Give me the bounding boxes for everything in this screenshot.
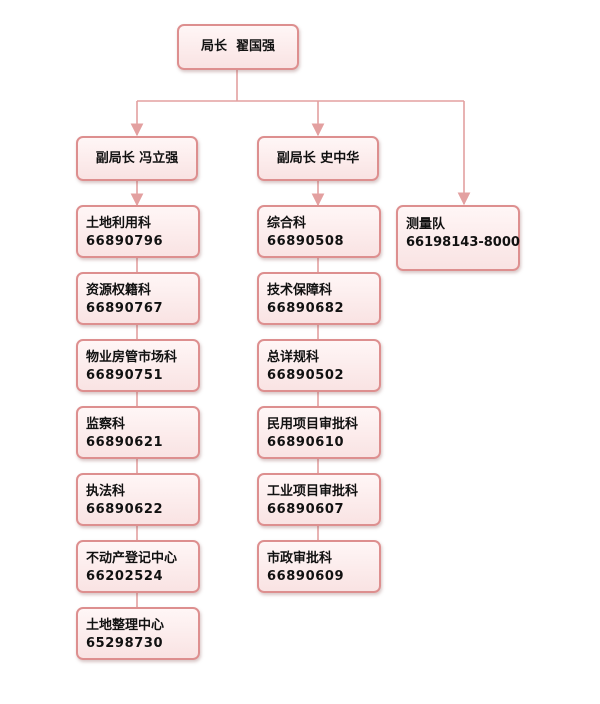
unit-phone: 66890502 <box>267 368 345 383</box>
deputy-director-box-shi: 副局长 史中华 <box>257 136 379 181</box>
unit-box-property-market: 物业房管市场科 66890751 <box>76 339 200 392</box>
unit-name: 技术保障科 <box>267 283 333 298</box>
unit-box-master-detailed-planning: 总详规科 66890502 <box>257 339 381 392</box>
deputy-director-label: 副局长 冯立强 <box>95 150 179 166</box>
unit-name: 监察科 <box>86 417 126 432</box>
unit-box-civil-project-approval: 民用项目审批科 66890610 <box>257 406 381 459</box>
unit-name: 民用项目审批科 <box>267 417 359 432</box>
unit-box-industrial-project-approval: 工业项目审批科 66890607 <box>257 473 381 526</box>
unit-phone: 66890767 <box>86 301 164 316</box>
unit-phone: 66890751 <box>86 368 164 383</box>
unit-phone: 66890607 <box>267 502 345 517</box>
unit-box-resource-rights: 资源权籍科 66890767 <box>76 272 200 325</box>
unit-box-land-consolidation: 土地整理中心 65298730 <box>76 607 200 660</box>
unit-box-land-use: 土地利用科 66890796 <box>76 205 200 258</box>
deputy-director-box-feng: 副局长 冯立强 <box>76 136 198 181</box>
unit-name: 不动产登记中心 <box>86 551 178 566</box>
unit-name: 土地利用科 <box>86 216 152 231</box>
unit-phone: 66890609 <box>267 569 345 584</box>
unit-name: 土地整理中心 <box>86 618 165 633</box>
unit-name: 总详规科 <box>267 350 320 365</box>
unit-box-technical-support: 技术保障科 66890682 <box>257 272 381 325</box>
unit-phone: 66890682 <box>267 301 345 316</box>
unit-phone: 66890621 <box>86 435 164 450</box>
unit-box-municipal-approval: 市政审批科 66890609 <box>257 540 381 593</box>
unit-name: 市政审批科 <box>267 551 333 566</box>
deputy-director-label: 副局长 史中华 <box>276 150 360 166</box>
unit-name: 执法科 <box>86 484 126 499</box>
unit-box-general-affairs: 综合科 66890508 <box>257 205 381 258</box>
director-label: 局长 翟国强 <box>200 39 276 54</box>
director-box: 局长 翟国强 <box>177 24 299 70</box>
unit-name: 资源权籍科 <box>86 283 152 298</box>
unit-name: 测量队 <box>406 217 446 232</box>
unit-name: 工业项目审批科 <box>267 484 359 499</box>
unit-box-law-enforcement: 执法科 66890622 <box>76 473 200 526</box>
unit-box-supervision: 监察科 66890621 <box>76 406 200 459</box>
unit-box-survey-team: 测量队 66198143-8000 <box>396 205 520 271</box>
unit-phone: 66890508 <box>267 234 345 249</box>
unit-phone: 66890610 <box>267 435 345 450</box>
unit-name: 综合科 <box>267 216 307 231</box>
unit-phone: 66202524 <box>86 569 164 584</box>
unit-phone: 66198143-8000 <box>406 235 520 250</box>
unit-phone: 66890622 <box>86 502 164 517</box>
unit-box-real-estate-registration: 不动产登记中心 66202524 <box>76 540 200 593</box>
unit-name: 物业房管市场科 <box>86 350 178 365</box>
unit-phone: 66890796 <box>86 234 164 249</box>
unit-phone: 65298730 <box>86 636 164 651</box>
